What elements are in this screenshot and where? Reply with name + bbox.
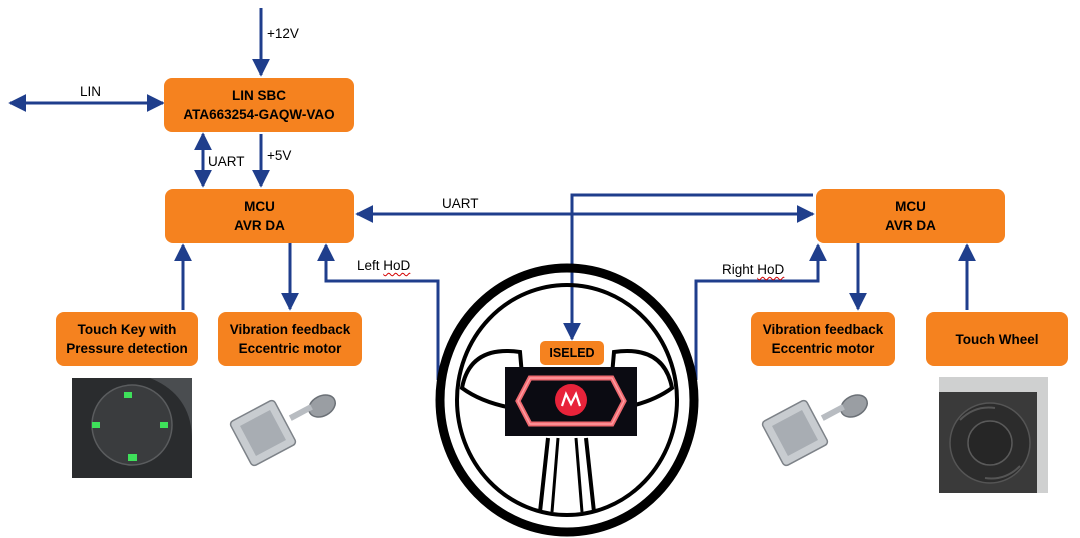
lin-label: LIN bbox=[80, 84, 102, 99]
mcu-right-subtitle: AVR DA bbox=[885, 218, 936, 233]
uart-horizontal-label: UART bbox=[442, 196, 479, 211]
right-hod-word: Right bbox=[722, 262, 754, 277]
mcu-left-subtitle: AVR DA bbox=[234, 218, 285, 233]
touch-key-photo bbox=[72, 378, 192, 478]
vibration-left-block: Vibration feedback Eccentric motor bbox=[218, 312, 362, 366]
mcu-left-title: MCU bbox=[244, 199, 275, 214]
right-hod-mark: HoD bbox=[757, 262, 785, 277]
lin-sbc-title: LIN SBC bbox=[232, 88, 286, 103]
touch-wheel-title: Touch Wheel bbox=[955, 331, 1039, 347]
right-hod-label: Right HoD bbox=[722, 262, 784, 277]
touch-key-block: Touch Key with Pressure detection bbox=[56, 312, 198, 366]
touch-key-line1: Touch Key with bbox=[77, 322, 177, 337]
touch-key-line2: Pressure detection bbox=[66, 341, 188, 356]
iseled-wire bbox=[563, 193, 813, 341]
motor-left-photo bbox=[229, 394, 336, 467]
mcu-right-block: MCU AVR DA bbox=[816, 189, 1005, 243]
uart-vertical-label: UART bbox=[208, 154, 245, 169]
steering-wheel-icon bbox=[435, 263, 699, 537]
v5-label: +5V bbox=[267, 148, 292, 163]
vibration-right-line2: Eccentric motor bbox=[771, 341, 875, 356]
right-hod-wire bbox=[694, 243, 827, 380]
iseled-photo bbox=[505, 367, 637, 436]
vibration-left-line1: Vibration feedback bbox=[229, 322, 351, 337]
left-hod-mark: HoD bbox=[383, 258, 411, 273]
touch-wheel-photo bbox=[939, 377, 1048, 493]
lin-sbc-block: LIN SBC ATA663254-GAQW-VAO bbox=[164, 78, 354, 132]
lin-sbc-part: ATA663254-GAQW-VAO bbox=[183, 107, 335, 122]
left-hod-word: Left bbox=[357, 258, 380, 273]
v12-label: +12V bbox=[267, 26, 299, 41]
mcu-right-title: MCU bbox=[895, 199, 926, 214]
vibration-right-line1: Vibration feedback bbox=[762, 322, 884, 337]
vibration-right-block: Vibration feedback Eccentric motor bbox=[751, 312, 895, 366]
left-hod-label: Left HoD bbox=[357, 258, 410, 273]
iseled-title: ISELED bbox=[549, 345, 595, 360]
motor-right-photo bbox=[761, 394, 868, 467]
mcu-left-block: MCU AVR DA bbox=[165, 189, 354, 243]
touch-wheel-block: Touch Wheel bbox=[926, 312, 1068, 366]
left-hod-wire bbox=[317, 243, 440, 380]
iseled-block: ISELED bbox=[540, 341, 604, 365]
vibration-left-line2: Eccentric motor bbox=[238, 341, 342, 356]
